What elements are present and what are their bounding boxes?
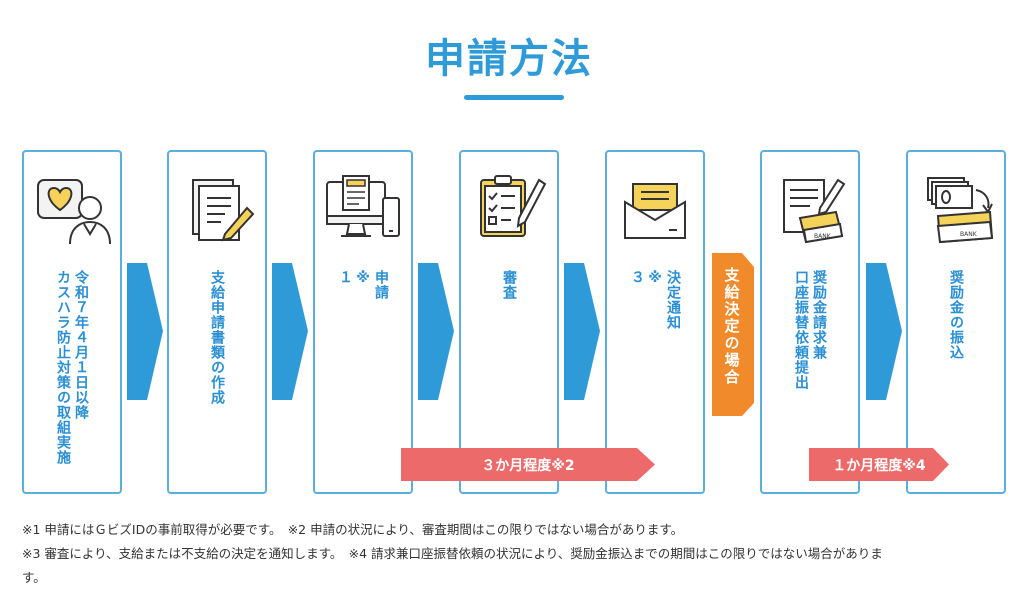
chevron-arrow-6 (866, 263, 902, 400)
step-card-2: 支給申請書類の作成 (167, 150, 267, 494)
step-label-3: 申請 ※ １ (337, 270, 389, 300)
heart-person-icon (32, 174, 112, 248)
computer-devices-icon (323, 174, 403, 248)
period-bar-2: １か月程度※4 (809, 448, 949, 481)
svg-text:BANK: BANK (814, 233, 832, 240)
step-label-1: 令和７年４月１日以降 カスハラ防止対策の取組実施 (55, 270, 89, 465)
decision-arrow: 支給決定の場合 (712, 253, 754, 416)
footnote-line-3: す。 (22, 570, 46, 585)
chevron-arrow-1 (127, 263, 163, 400)
chevron-arrow-3 (418, 263, 454, 400)
period-label-2: １か月程度※4 (832, 458, 926, 474)
step-card-6: BANK 奨励金請求兼 口座振替依頼提出 (760, 150, 860, 494)
footnote-line-2: ※3 審査により、支給または不支給の決定を通知します。 ※4 請求兼口座振替依頼… (22, 546, 883, 561)
period-label-1: ３か月程度※2 (481, 458, 575, 474)
step-label-5: 決定通知 ※ ３ (629, 270, 681, 330)
step-card-3: 申請 ※ １ (313, 150, 413, 494)
step-label-2: 支給申請書類の作成 (209, 270, 225, 405)
step-label-7: 奨励金の振込 (948, 270, 964, 360)
step-label-4: 審査 (501, 270, 517, 300)
step-card-1: 令和７年４月１日以降 カスハラ防止対策の取組実施 (22, 150, 122, 494)
checklist-clipboard-icon (469, 174, 549, 248)
footnotes: ※1 申請にはＧビズIDの事前取得が必要です。 ※2 申請の状況により、審査期間… (22, 518, 1012, 590)
period-bar-1: ３か月程度※2 (401, 448, 655, 481)
footnote-line-1: ※1 申請にはＧビズIDの事前取得が必要です。 ※2 申請の状況により、審査期間… (22, 522, 684, 537)
bank-form-pen-icon: BANK (770, 174, 850, 248)
document-pen-icon (177, 174, 257, 248)
bank-transfer-icon: BANK (916, 174, 996, 248)
chevron-arrow-4 (564, 263, 600, 400)
step-card-4: 審査 (459, 150, 559, 494)
title-underline (464, 95, 564, 100)
chevron-arrow-2 (272, 263, 308, 400)
decision-label: 支給決定の場合 (722, 267, 741, 386)
step-label-6: 奨励金請求兼 口座振替依頼提出 (793, 270, 827, 390)
page-title: 申請方法 (425, 36, 593, 82)
envelope-icon (615, 174, 695, 248)
step-card-7: BANK 奨励金の振込 (906, 150, 1006, 494)
step-card-5: 決定通知 ※ ３ (605, 150, 705, 494)
svg-text:BANK: BANK (960, 231, 978, 238)
